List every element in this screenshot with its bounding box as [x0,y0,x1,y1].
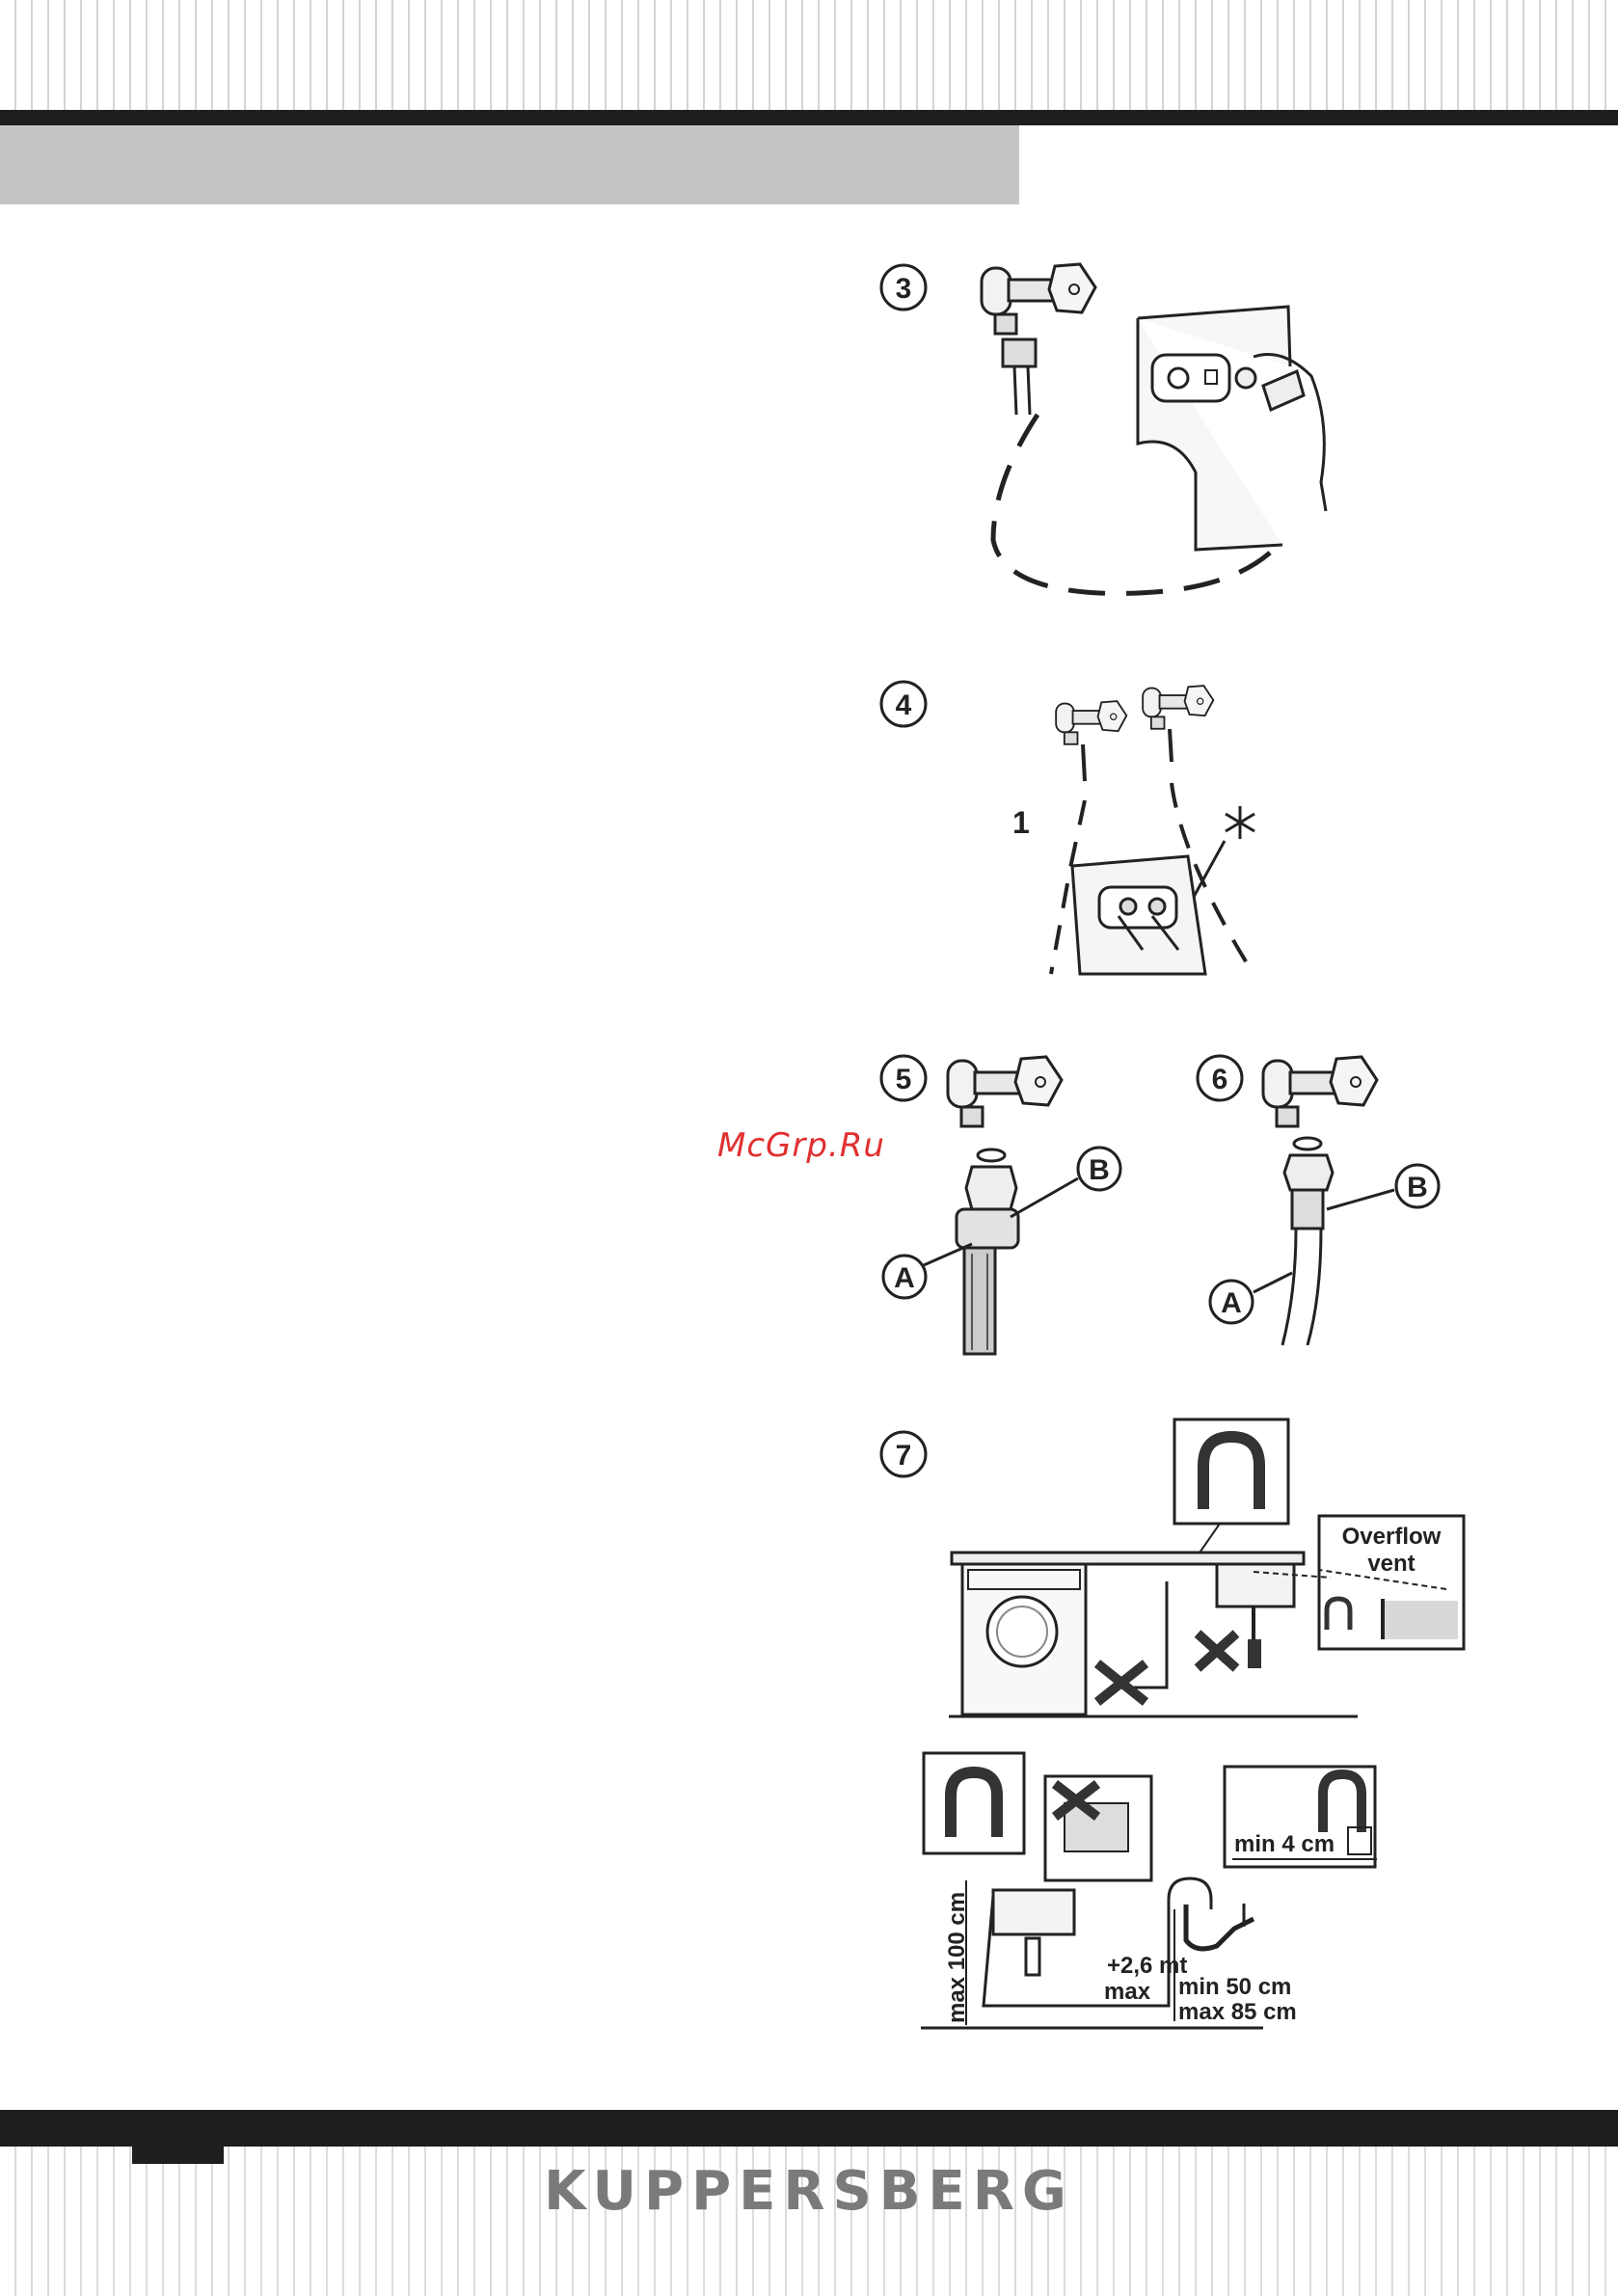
label-b-fig6: B [1396,1165,1439,1207]
figure-7-top: 7 Overflow vent [881,1419,1464,1716]
step-badge-4: 4 [881,682,926,726]
figure-7-bottom: min 4 cm max 100 cm +2,6 mt max min 50 c… [921,1753,1377,2028]
step-badge-5: 5 [881,1056,926,1100]
svg-text:max 85 cm: max 85 cm [1178,1999,1297,2025]
svg-text:max: max [1104,1979,1151,2005]
figure-3: 3 [881,264,1326,593]
step-badge-7: 7 [881,1432,926,1476]
brand-logo: KUPPERSBERG [0,2160,1618,2223]
step-badge-6: 6 [1198,1056,1242,1100]
svg-text:min 50 cm: min 50 cm [1178,1974,1291,2000]
svg-text:B: B [1407,1172,1428,1203]
figure-4: 4 1 [881,682,1254,974]
svg-text:3: 3 [896,273,912,305]
cold-water-icon [1226,806,1254,839]
svg-text:max 100 cm: max 100 cm [944,1892,970,2023]
svg-text:6: 6 [1212,1064,1228,1095]
footer-bar [0,2110,1618,2147]
label-a-fig6: A [1210,1281,1253,1323]
svg-text:5: 5 [896,1064,912,1095]
svg-text:min 4 cm: min 4 cm [1234,1831,1335,1857]
svg-text:Overflow: Overflow [1342,1524,1442,1550]
svg-text:A: A [894,1262,915,1294]
svg-text:B: B [1089,1154,1110,1186]
label-b-fig5: B [1078,1148,1120,1190]
svg-text:1: 1 [1012,805,1030,840]
watermark-text: McGrp.Ru [717,1126,885,1165]
figure-6: 6 B A [1198,1056,1439,1345]
step-badge-3: 3 [881,265,926,310]
svg-text:A: A [1221,1287,1242,1319]
figure-5: 5 B A [881,1056,1120,1354]
svg-text:vent: vent [1367,1551,1415,1577]
label-a-fig5: A [883,1256,926,1298]
svg-text:4: 4 [896,689,912,721]
svg-text:7: 7 [896,1440,912,1472]
